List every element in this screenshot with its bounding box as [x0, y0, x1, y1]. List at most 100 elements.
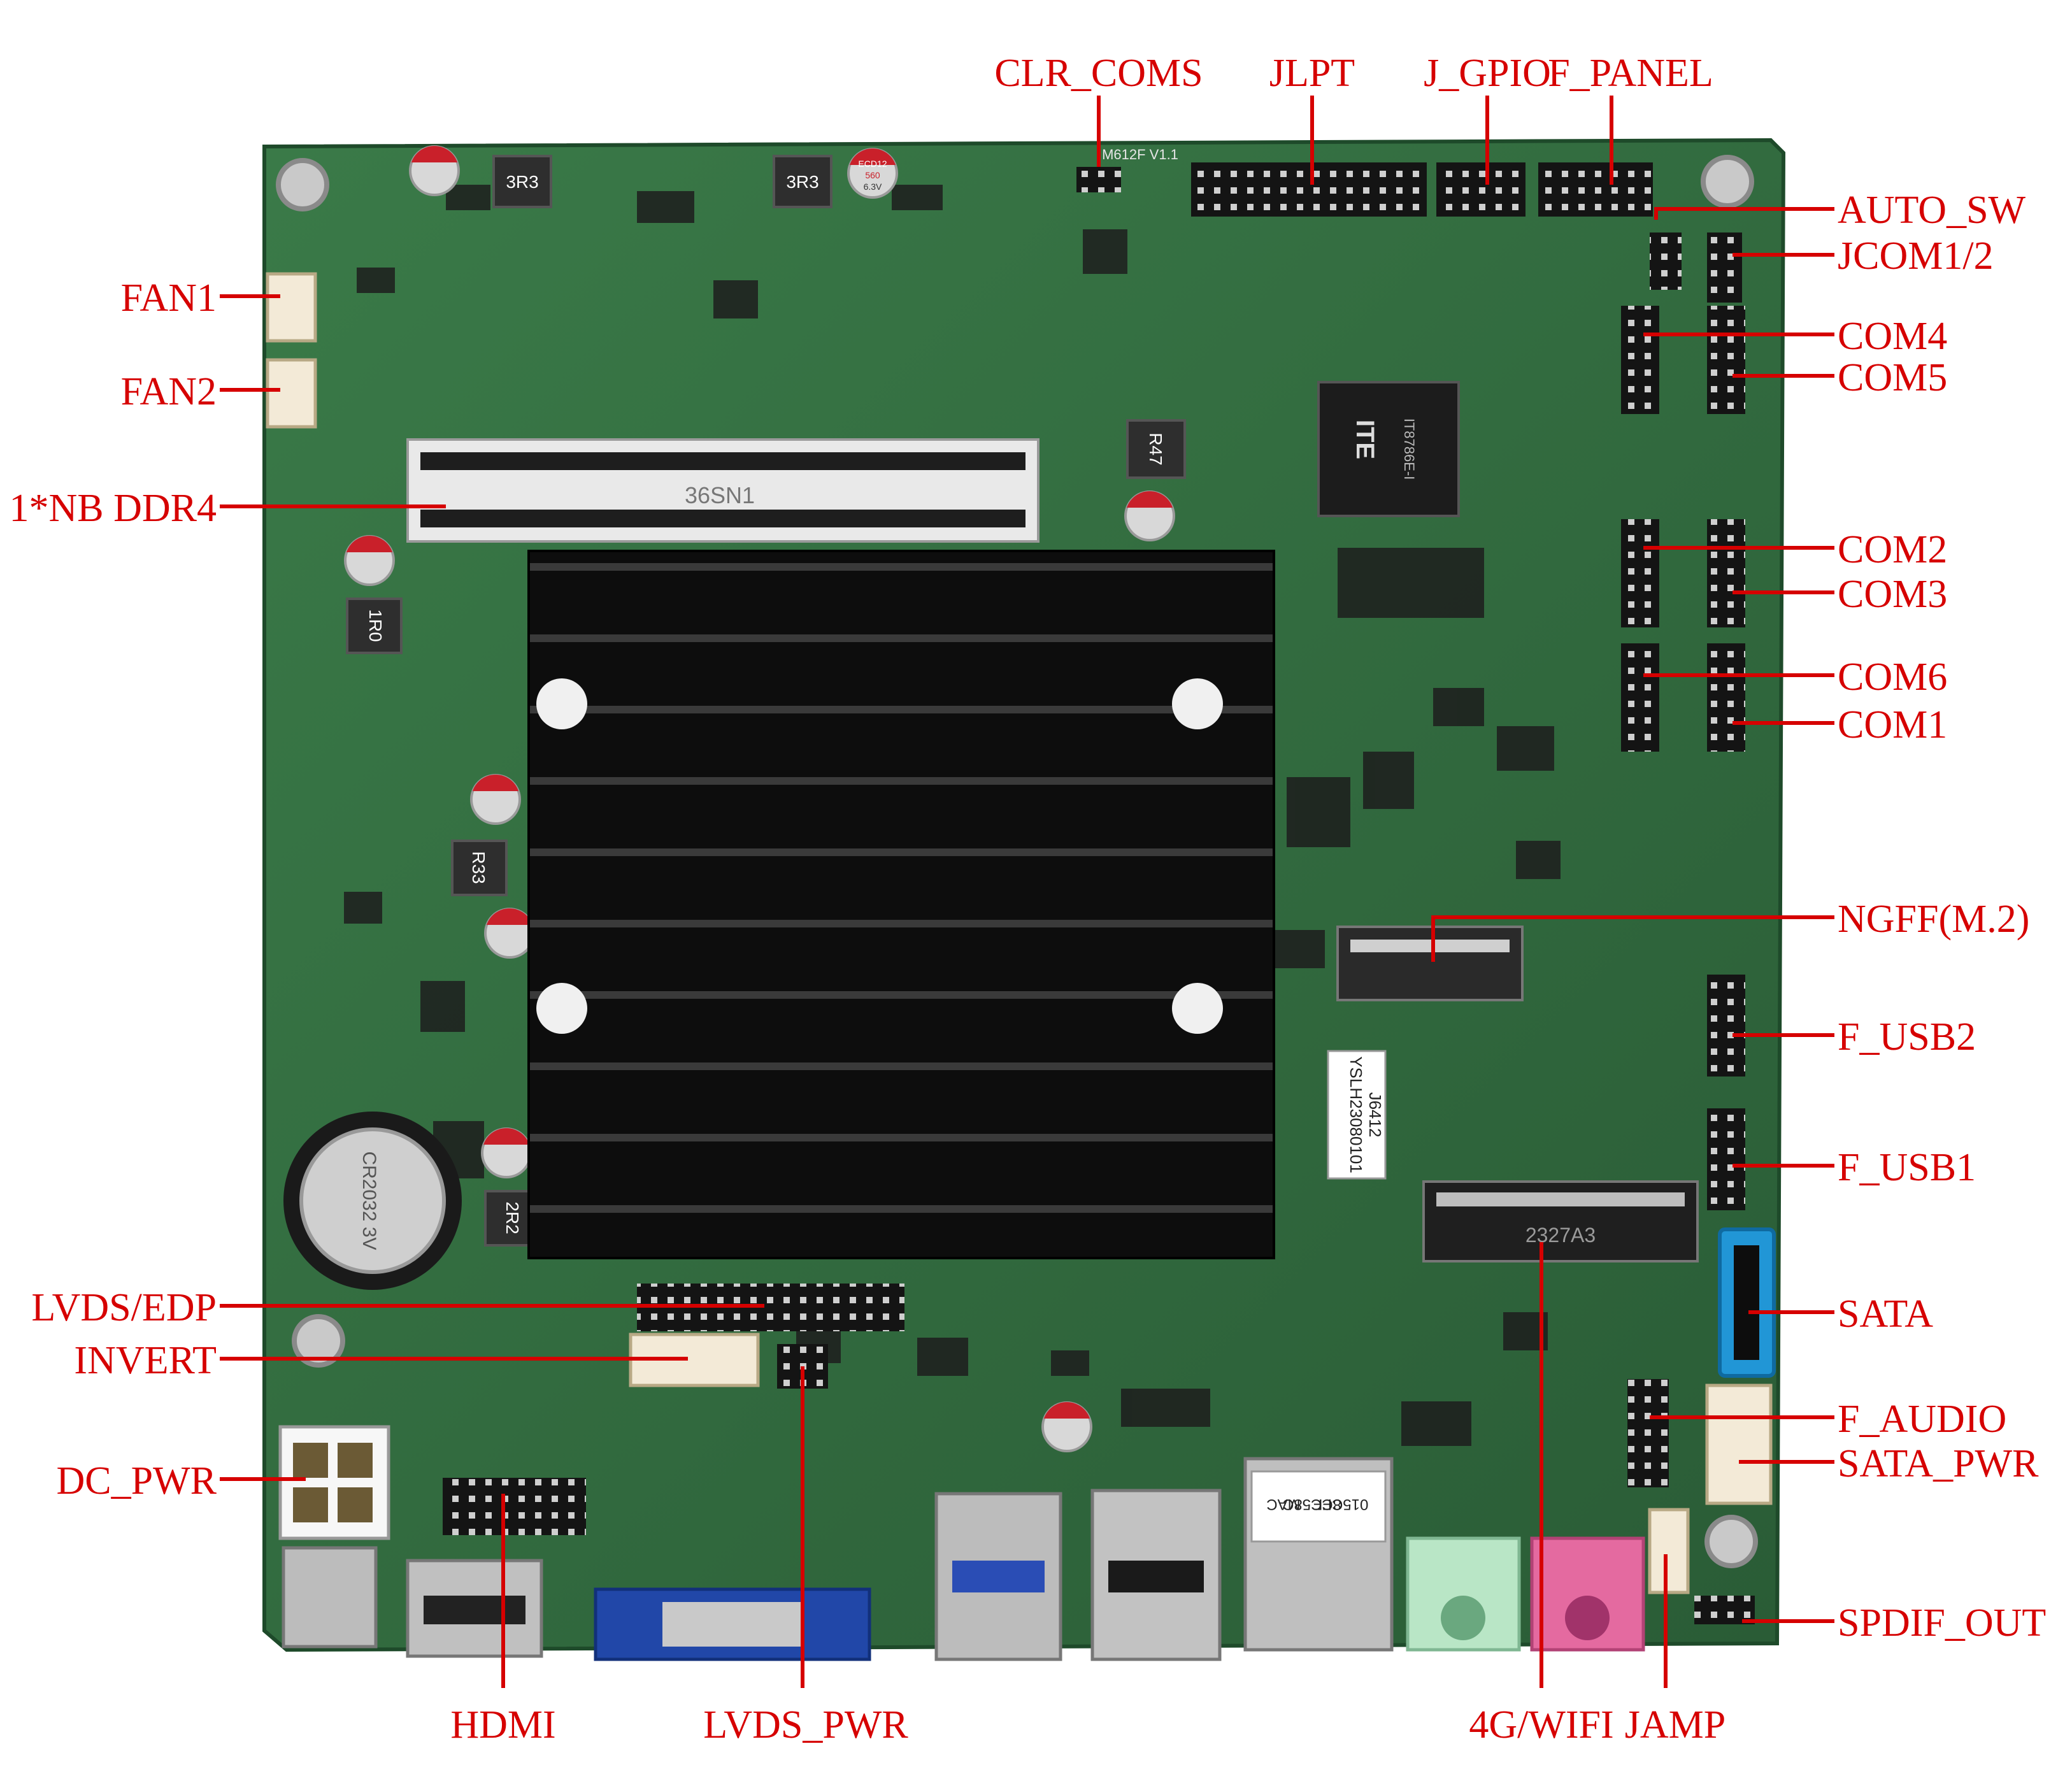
auto-sw-header	[1650, 232, 1682, 290]
pin-headers-top: M612F V1.1	[1076, 147, 1653, 217]
label-jcom12: JCOM1/2	[1838, 234, 1994, 278]
label-com2: COM2	[1838, 528, 1947, 571]
capacitor-value: 560	[865, 170, 880, 180]
serial-number: YSLH23080101	[1347, 1056, 1366, 1173]
inductor-label: 3R3	[506, 172, 538, 192]
battery-label: CR2032 3V	[359, 1151, 380, 1250]
fan1-header	[266, 272, 317, 343]
f-usb1-header	[1707, 1108, 1745, 1210]
label-fan2: FAN2	[121, 370, 217, 413]
fan-headers	[266, 272, 317, 429]
mounting-hole	[1701, 155, 1754, 208]
capacitor-voltage: 6.3V	[864, 182, 882, 192]
inductor	[346, 597, 403, 654]
label-lvds-edp: LVDS/EDP	[31, 1286, 217, 1329]
com1-header	[1707, 643, 1745, 752]
capacitors: ECD12 560 6.3V	[344, 145, 1175, 1452]
label-invert: INVERT	[74, 1339, 217, 1382]
label-ddr4: 1*NB DDR4	[9, 487, 217, 530]
label-4g-wifi: 4G/WIFI	[1469, 1703, 1613, 1747]
heatsink-standoff	[1172, 678, 1223, 729]
label-com5: COM5	[1838, 356, 1947, 399]
com6-header	[1621, 643, 1659, 752]
inductor-label: R47	[1146, 433, 1166, 465]
cpu-heatsink	[527, 550, 1275, 1259]
pin-headers-right	[1621, 232, 1755, 1624]
jamp-connector	[1648, 1508, 1690, 1594]
pin-header-hdmi-area	[443, 1478, 586, 1535]
label-f-usb2: F_USB2	[1838, 1015, 1976, 1059]
sata-connector	[1718, 1227, 1776, 1378]
label-com4: COM4	[1838, 315, 1947, 358]
com5-header	[1707, 306, 1745, 414]
j-gpio-header	[1436, 162, 1525, 217]
inductor-label: R33	[469, 851, 489, 883]
label-sata-pwr: SATA_PWR	[1838, 1442, 2039, 1485]
heatsink-standoff	[536, 678, 587, 729]
label-jamp: JAMP	[1625, 1703, 1726, 1747]
leader-ngff	[1431, 915, 1834, 962]
ite-superio-chip: ITE IT8786E-I	[1317, 381, 1460, 517]
cmos-battery: CR2032 3V	[283, 1112, 462, 1290]
leader-lines	[220, 96, 1834, 1688]
f-usb2-header	[1707, 975, 1745, 1076]
mpcie-slot-label: 2327A3	[1525, 1224, 1596, 1247]
capacitor	[847, 148, 898, 199]
heatsink-standoff	[1172, 983, 1223, 1034]
label-spdif-out: SPDIF_OUT	[1838, 1601, 2046, 1645]
serial-number-2: J6412	[1366, 1092, 1385, 1138]
jlpt-header	[1191, 162, 1427, 217]
capacitor	[484, 908, 535, 959]
callout-labels: CLR_COMS JLPT J_GPIO F_PANEL AUTO_SW JCO…	[9, 52, 2046, 1747]
clr-cmos-header	[1076, 167, 1121, 192]
ram-slot-label: 36SN1	[685, 482, 755, 508]
heatsink-standoff	[536, 983, 587, 1034]
com3-header	[1707, 519, 1745, 627]
label-sata: SATA	[1838, 1292, 1933, 1336]
capacitor	[409, 145, 460, 196]
smd-components	[344, 185, 1561, 1446]
label-f-panel: F_PANEL	[1548, 52, 1713, 95]
mac-value-2: 015CFF	[1313, 1496, 1369, 1513]
serial-sticker: YSLH23080101 J6412	[1327, 1050, 1387, 1180]
capacitor	[470, 774, 521, 825]
ite-chip-model: IT8786E-I	[1401, 418, 1417, 480]
label-jlpt: JLPT	[1269, 52, 1355, 95]
inductor-label: 1R0	[366, 609, 385, 641]
com4-header	[1621, 306, 1659, 414]
inductor	[1126, 419, 1186, 479]
com2-header	[1621, 519, 1659, 627]
leader-auto-sw	[1654, 207, 1834, 220]
mounting-hole	[276, 158, 329, 211]
rear-io: MAC 8CC58C 015CFF	[278, 1425, 1690, 1661]
label-hdmi: HDMI	[450, 1703, 555, 1747]
inductor-label: 3R3	[786, 172, 818, 192]
label-j-gpio: J_GPIO	[1424, 52, 1551, 95]
label-com6: COM6	[1838, 655, 1947, 699]
label-dc-pwr: DC_PWR	[57, 1459, 217, 1503]
label-com3: COM3	[1838, 573, 1947, 616]
label-com1: COM1	[1838, 703, 1947, 747]
mounting-hole	[292, 1314, 345, 1368]
label-ngff: NGFF(M.2)	[1838, 898, 2029, 941]
inductor	[451, 840, 508, 896]
inductor	[773, 155, 832, 208]
mac-value: 8CC58C	[1283, 1496, 1341, 1513]
mac-label: MAC	[1266, 1496, 1300, 1513]
sata-power-connector	[1705, 1384, 1773, 1505]
capacitor	[1124, 490, 1175, 541]
label-clr-coms: CLR_COMS	[994, 52, 1203, 95]
capacitor	[1041, 1401, 1092, 1452]
capacitor	[344, 535, 395, 586]
label-lvds-pwr: LVDS_PWR	[703, 1703, 908, 1747]
fan2-header	[266, 358, 317, 429]
ddr4-slot: 36SN1	[406, 438, 1040, 543]
jcom-header	[1707, 232, 1742, 303]
mpcie-slot: 2327A3	[1422, 1180, 1699, 1262]
inductor-label: 2R2	[503, 1201, 522, 1234]
dc-jack	[282, 1546, 378, 1649]
label-fan1: FAN1	[121, 276, 217, 320]
m2-ngff-slot	[1336, 926, 1524, 1001]
silkscreen-model: M612F V1.1	[1102, 147, 1178, 162]
